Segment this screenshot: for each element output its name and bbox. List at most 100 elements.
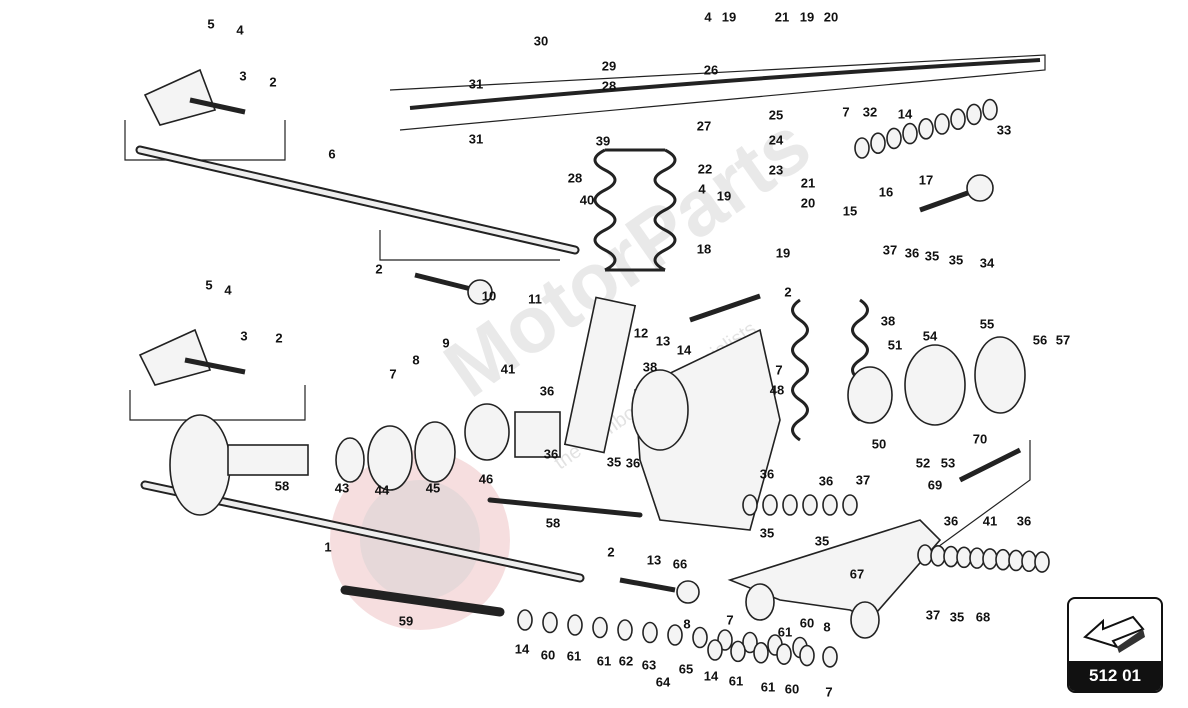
callout-52: 52 [916, 455, 930, 470]
washer [802, 494, 818, 516]
bearing-51 [847, 366, 893, 424]
callout-10: 10 [482, 288, 496, 303]
callout-7: 7 [726, 612, 733, 627]
callout-39: 39 [596, 133, 610, 148]
rod-end-10 [414, 272, 476, 293]
callout-35: 35 [949, 252, 963, 267]
callout-45: 45 [426, 480, 440, 495]
callout-69: 69 [928, 477, 942, 492]
callout-15: 15 [843, 203, 857, 218]
callout-35: 35 [760, 525, 774, 540]
callout-31: 31 [469, 76, 483, 91]
callout-14: 14 [677, 342, 692, 357]
bracket-top-left [124, 120, 286, 161]
callout-20: 20 [801, 195, 815, 210]
seal-43 [335, 437, 365, 483]
callout-36: 36 [1017, 513, 1031, 528]
washer [956, 546, 972, 569]
bracket-mid-left [129, 385, 306, 421]
bracket-anti-roll [389, 54, 1046, 131]
callout-61: 61 [729, 673, 743, 688]
callout-4: 4 [236, 22, 244, 37]
washer [934, 113, 950, 135]
bolt-12 [689, 293, 761, 323]
callout-22: 22 [698, 161, 712, 176]
callout-66: 66 [673, 556, 687, 571]
callout-55: 55 [980, 316, 994, 331]
hub-55 [974, 336, 1026, 414]
callout-31: 31 [469, 131, 483, 146]
washer [776, 643, 792, 665]
washer [854, 137, 870, 159]
rod-70 [958, 447, 1022, 483]
callout-44: 44 [375, 482, 390, 497]
washer [799, 644, 815, 667]
callout-41: 41 [501, 361, 515, 376]
callout-26: 26 [704, 62, 718, 77]
callout-32: 32 [863, 104, 877, 119]
washer [950, 108, 966, 130]
callout-28: 28 [602, 78, 616, 93]
callout-48: 48 [770, 382, 784, 397]
bearing-46 [464, 403, 510, 461]
callout-28: 28 [568, 170, 582, 185]
washer [753, 641, 769, 664]
bush-67 [745, 583, 775, 621]
callout-2: 2 [784, 284, 791, 299]
callout-7: 7 [775, 362, 782, 377]
washer [730, 640, 746, 663]
hub-bore [631, 369, 689, 451]
direction-arrow-icon [1083, 615, 1145, 653]
washer [1008, 549, 1024, 572]
washer [995, 548, 1011, 571]
callout-3: 3 [240, 328, 247, 343]
callout-36: 36 [544, 446, 558, 461]
callout-68: 68 [976, 609, 990, 624]
callout-46: 46 [479, 471, 493, 486]
callout-4: 4 [704, 9, 712, 24]
callout-35: 35 [607, 454, 621, 469]
callout-63: 63 [642, 657, 656, 672]
washer [692, 626, 708, 649]
callout-40: 40 [580, 192, 594, 207]
callout-14: 14 [704, 668, 719, 683]
washer [969, 547, 985, 569]
washer [567, 614, 583, 636]
callout-13: 13 [656, 333, 670, 348]
callout-67: 67 [850, 566, 864, 581]
callout-37: 37 [856, 472, 870, 487]
reference-code: 512 01 [1069, 661, 1161, 691]
callout-8: 8 [823, 619, 830, 634]
callout-8: 8 [683, 616, 690, 631]
axle-flange-58 [169, 414, 231, 516]
flange-54 [904, 344, 966, 426]
callout-11: 11 [528, 291, 542, 306]
callout-9: 9 [442, 335, 449, 350]
washer [902, 122, 918, 145]
bolt-3-top [189, 97, 246, 115]
callout-19: 19 [722, 9, 736, 24]
callout-60: 60 [785, 681, 799, 696]
washer [982, 548, 998, 570]
callout-4: 4 [698, 181, 706, 196]
callout-25: 25 [769, 107, 783, 122]
washer [667, 624, 683, 646]
callout-5: 5 [207, 16, 214, 31]
bracket-right [919, 440, 1031, 561]
callout-16: 16 [879, 184, 893, 199]
callout-21: 21 [775, 9, 789, 24]
washer [982, 98, 998, 121]
callout-5: 5 [205, 277, 212, 292]
washer [822, 494, 838, 516]
coil-spring-40 [593, 148, 677, 272]
circlip-45 [414, 421, 456, 483]
callout-61: 61 [778, 624, 792, 639]
washers [517, 98, 1050, 668]
callout-38: 38 [881, 313, 895, 328]
callout-36: 36 [944, 513, 958, 528]
washer [1021, 550, 1037, 573]
callout-51: 51 [888, 337, 902, 352]
callout-37: 37 [883, 242, 897, 257]
